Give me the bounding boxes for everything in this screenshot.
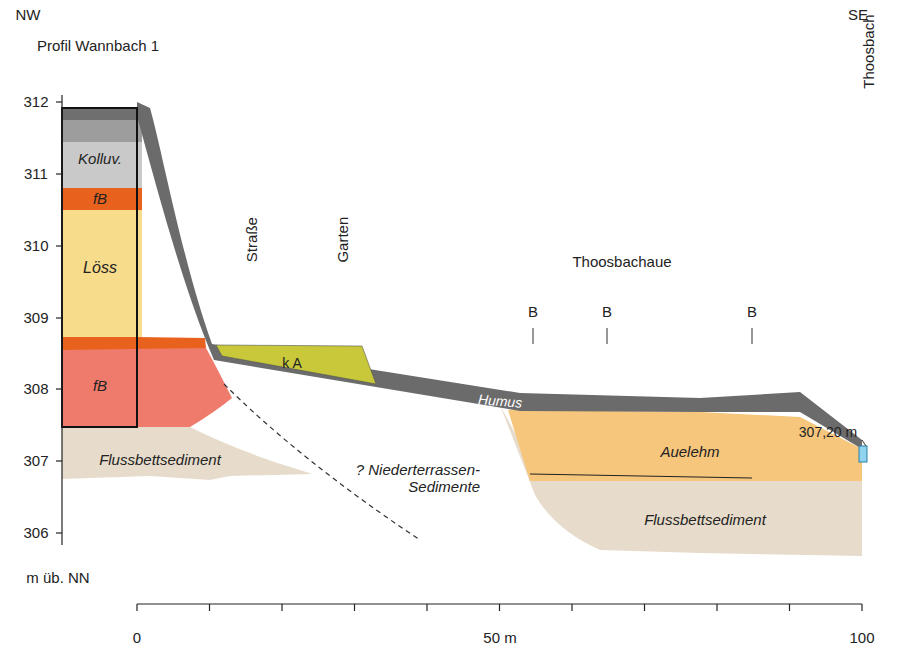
layer-name: Humus	[477, 391, 523, 411]
axis-tick	[861, 604, 862, 611]
axis-tick	[644, 604, 645, 611]
layer-name: k A	[282, 355, 301, 371]
axis-tick	[426, 604, 427, 611]
profile-title: Profil Wannbach 1	[37, 37, 159, 54]
axis-number: 50 m	[483, 629, 516, 646]
axis-tick	[281, 604, 282, 611]
axis-number: 308	[23, 380, 48, 397]
layer-name: Kolluv.	[78, 150, 122, 167]
axis-number: 100	[849, 629, 874, 646]
axis-number: 310	[23, 237, 48, 254]
axis-tick	[789, 604, 790, 611]
axis-number: 307	[23, 452, 48, 469]
axis-number: 311	[24, 165, 48, 182]
place-label: Garten	[334, 217, 351, 263]
axis-tick	[499, 604, 500, 611]
axis-tick	[571, 604, 572, 611]
layer-name: Flussbettsediment	[644, 511, 766, 528]
axis-number: 309	[23, 309, 48, 326]
place-label: Straße	[243, 217, 260, 262]
layer-name: Löss	[83, 259, 117, 277]
elevation-label: 307,20 m	[799, 424, 857, 440]
axis-number: 306	[23, 524, 48, 541]
axis-unit: m üb. NN	[26, 569, 89, 586]
layer-name: fB	[93, 377, 107, 394]
direction-label: NW	[16, 6, 41, 23]
axis-number: 312	[23, 93, 48, 110]
axis-tick	[136, 604, 137, 611]
borehole-label: B	[747, 303, 757, 320]
place-label: Thoosbachaue	[572, 253, 671, 270]
axis-tick	[354, 604, 355, 611]
layer-name: Flussbettsediment	[99, 451, 221, 468]
axis-tick	[716, 604, 717, 611]
borehole-label: B	[528, 303, 538, 320]
stream-label: Thoosbach	[860, 15, 877, 89]
layer-name: Auelehm	[660, 443, 719, 460]
layer-name: ? Niederterrassen- Sedimente	[340, 461, 480, 496]
axis-number: 0	[133, 629, 141, 646]
layer-name: fB	[93, 190, 107, 207]
axis-tick	[209, 604, 210, 611]
borehole-label: B	[602, 303, 612, 320]
